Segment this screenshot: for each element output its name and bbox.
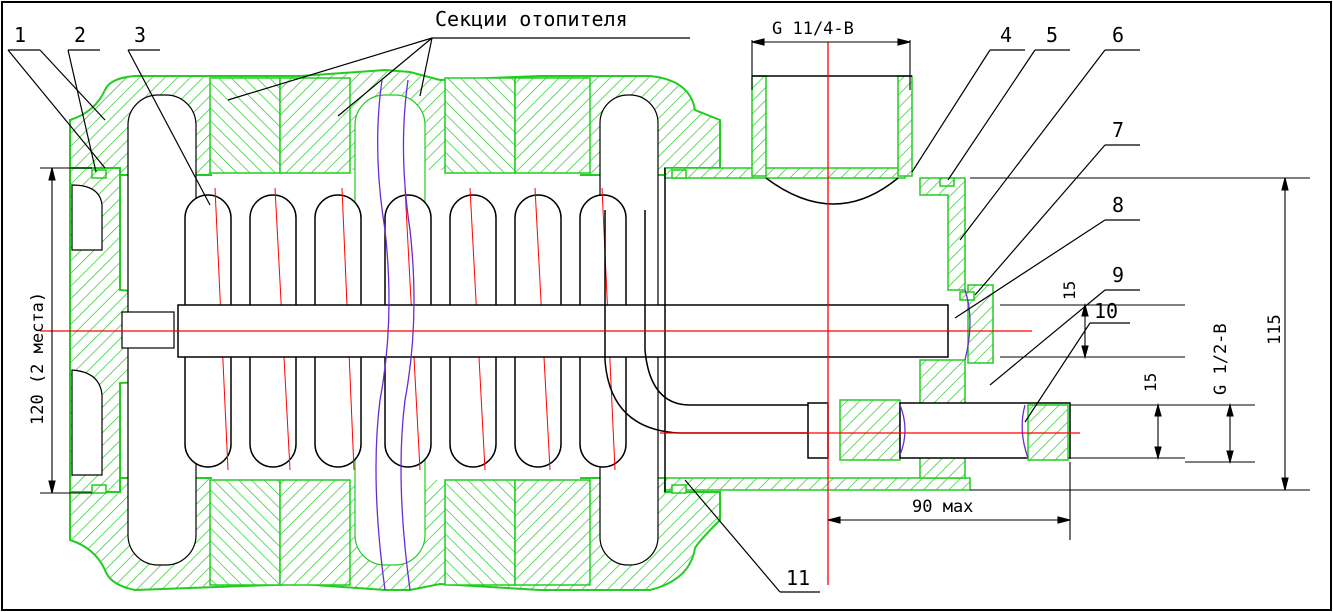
title-leaders [227, 37, 690, 117]
section-blocks [209, 77, 591, 586]
break-lines [375, 79, 1029, 591]
drawing-title: Секции отопителя [435, 7, 628, 31]
axis-lines [40, 42, 1080, 585]
dim-90-max: 90 мах [912, 497, 973, 517]
dim-15-upper: 15 [1060, 281, 1079, 300]
callout-9: 9 [1112, 263, 1124, 287]
dim-thread-top: G 11/4-B [772, 19, 854, 39]
dim-thread-side: G 1/2-B [1211, 323, 1231, 395]
dim-mounting: 120 (2 места) [28, 292, 48, 425]
callout-5: 5 [1046, 23, 1058, 47]
callout-2: 2 [74, 23, 86, 47]
union-fitting [807, 399, 1071, 461]
dimension-lines [40, 38, 1310, 540]
housing-outline [664, 75, 994, 492]
callout-4: 4 [1000, 23, 1012, 47]
callout-6: 6 [1112, 23, 1124, 47]
callout-7: 7 [1112, 118, 1124, 142]
callout-leaders [7, 49, 1140, 593]
callout-1: 1 [14, 23, 26, 47]
callout-11: 11 [786, 566, 810, 590]
callout-3: 3 [134, 23, 146, 47]
dim-15-lower: 15 [1141, 373, 1160, 392]
callout-8: 8 [1112, 193, 1124, 217]
dim-115: 115 [1265, 314, 1285, 345]
left-cap-openings [71, 184, 175, 476]
callout-10: 10 [1094, 299, 1118, 323]
